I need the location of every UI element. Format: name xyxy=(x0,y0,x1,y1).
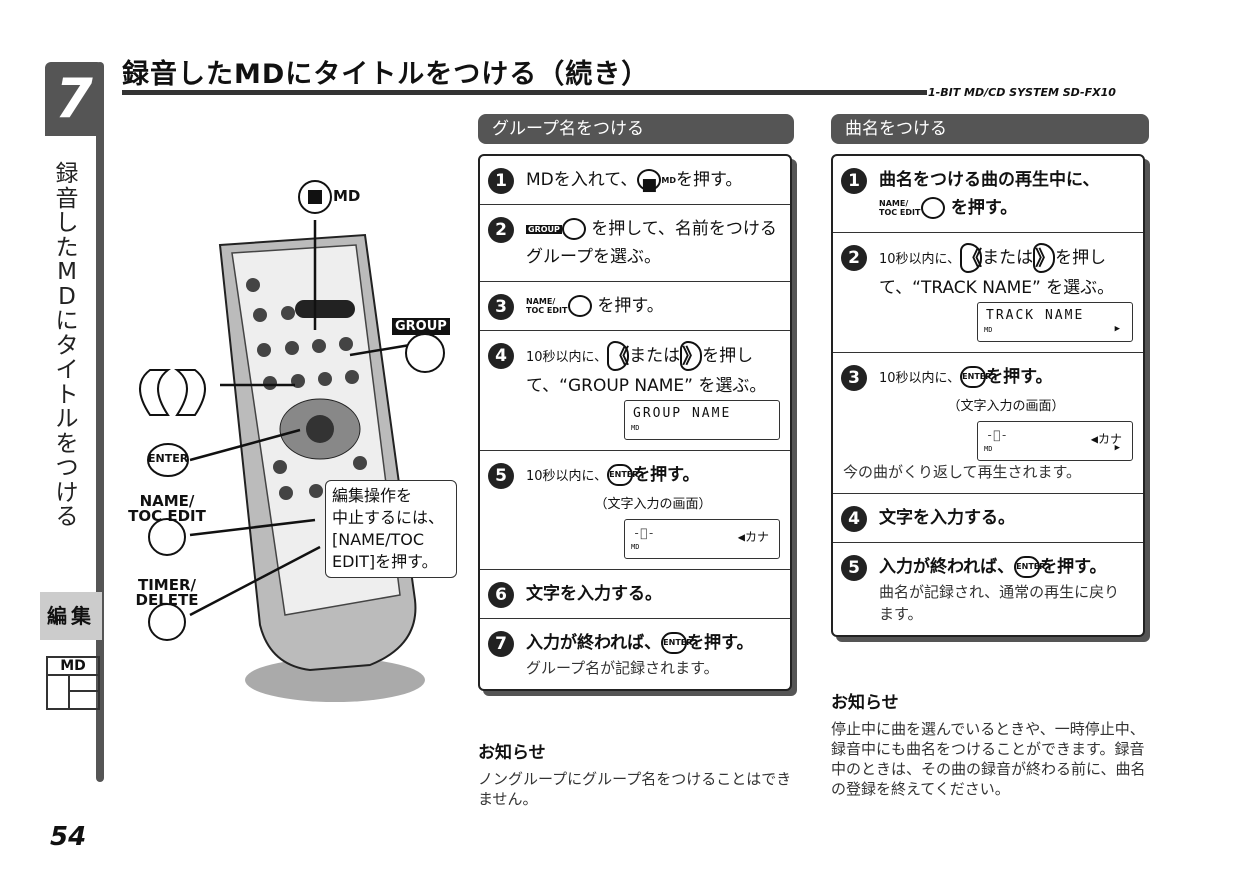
right-skip-icon: 》 xyxy=(680,341,703,371)
enter-icon: ENTER xyxy=(607,464,638,486)
title-rule xyxy=(122,90,927,95)
lcd-track-name: TRACK NAME▶MD xyxy=(977,302,1133,342)
edit-tab: 編集 xyxy=(40,592,102,640)
enter-button xyxy=(147,443,189,477)
name-toc-edit-button xyxy=(148,518,186,556)
track-step-5: 5 入力が終われば、ENTERを押す。 曲名が記録され、通常の再生に戻ります。 xyxy=(833,543,1143,635)
left-skip-icon: 《 xyxy=(607,341,630,371)
remote-center-button xyxy=(306,415,334,443)
group-step-2: 2 GROUP を押して、名前をつけるグループを選ぶ。 xyxy=(480,205,790,282)
name-toc-edit-label: NAME/TOC EDIT xyxy=(128,492,206,525)
group-step-4: 4 10秒以内に、《または》を押して、“GROUP NAME” を選ぶ。 GRO… xyxy=(480,331,790,451)
remote-illustration xyxy=(139,180,445,702)
timer-delete-label: TIMER/DELETE xyxy=(135,576,199,609)
name-toc-edit-icon xyxy=(921,197,945,219)
track-step-4: 4 文字を入力する。 xyxy=(833,494,1143,543)
group-label: GROUP xyxy=(392,318,450,335)
group-steps-box: 1 MDを入れて、■MDを押す。 2 GROUP を押して、名前をつけるグループ… xyxy=(478,154,792,691)
timer-delete-button xyxy=(148,603,186,641)
group-step-1: 1 MDを入れて、■MDを押す。 xyxy=(480,156,790,205)
group-step-6: 6 文字を入力する。 xyxy=(480,570,790,619)
name-toc-edit-icon xyxy=(568,295,592,317)
group-section-heading: グループ名をつける xyxy=(478,114,794,144)
group-info: お知らせ ノングループにグループ名をつけることはできません。 xyxy=(478,743,792,808)
group-step-7: 7 入力が終われば、ENTERを押す。 グループ名が記録されます。 xyxy=(480,619,790,689)
chapter-rail xyxy=(96,62,104,782)
track-info: お知らせ 停止中に曲を選んでいるときや、一時停止中、録音中にも曲名をつけることが… xyxy=(831,693,1146,798)
cancel-callout: 編集操作を 中止するには、 [NAME/TOC EDIT]を押す。 xyxy=(325,480,457,578)
right-skip-icon: 》 xyxy=(1033,243,1056,273)
enter-icon: ENTER xyxy=(1014,556,1045,578)
track-step-3: 3 10秒以内に、ENTERを押す。 （文字入力の画面） -ﾞ-◀カナ▶MD 今… xyxy=(833,353,1143,494)
right-skip-button xyxy=(174,369,206,416)
group-button xyxy=(405,333,445,373)
md-tag: MD xyxy=(46,656,100,674)
track-step-1: 1 曲名をつける曲の再生中に、 NAME/ TOC EDIT を押す。 xyxy=(833,156,1143,233)
md-grid-icon xyxy=(46,674,100,710)
page-number: 54 xyxy=(50,822,87,852)
model-name: 1-BIT MD/CD SYSTEM SD-FX10 xyxy=(928,86,1116,99)
remote-shadow xyxy=(245,658,425,702)
track-step-2: 2 10秒以内に、《または》を押して、“TRACK NAME” を選ぶ。 TRA… xyxy=(833,233,1143,353)
enter-icon: ENTER xyxy=(960,366,991,388)
enter-label: ENTER xyxy=(148,452,189,465)
chapter-number: 7 xyxy=(45,62,103,136)
left-skip-button xyxy=(139,369,171,416)
lcd-input-screen: -ﾞ-◀カナ▶MD xyxy=(977,421,1133,461)
enter-icon: ENTER xyxy=(661,632,692,654)
track-steps-box: 1 曲名をつける曲の再生中に、 NAME/ TOC EDIT を押す。 2 10… xyxy=(831,154,1145,637)
remote-leader-lines xyxy=(189,220,411,617)
page-title: 録音したMDにタイトルをつける（続き） xyxy=(122,59,650,90)
track-section-heading: 曲名をつける xyxy=(831,114,1149,144)
md-label: MD xyxy=(333,187,361,205)
group-button-icon xyxy=(561,218,586,240)
left-skip-icon: 《 xyxy=(960,243,983,273)
group-step-3: 3 NAME/ TOC EDIT を押す。 xyxy=(480,282,790,331)
md-stop-icon: ■ xyxy=(637,169,662,195)
